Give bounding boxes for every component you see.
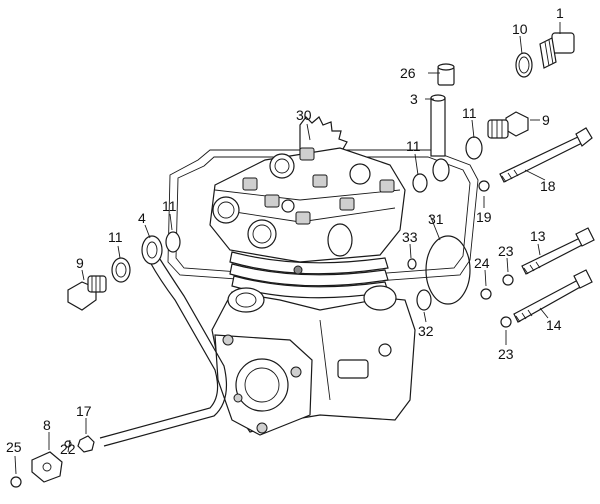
nut-17 (77, 435, 95, 453)
callout-25: 25 (6, 439, 22, 455)
callout-13: 13 (530, 228, 546, 244)
callout-18: 18 (540, 178, 556, 194)
callout-4: 4 (138, 210, 146, 226)
callout-3: 3 (410, 91, 418, 107)
callout-32: 32 (418, 323, 434, 339)
washer-23a (502, 274, 514, 286)
flange-8 (31, 451, 63, 483)
cap-26 (437, 63, 455, 86)
pipe-3 (430, 94, 446, 157)
washer-24 (480, 288, 492, 300)
callout-11: 11 (162, 198, 177, 214)
crankcase (211, 285, 416, 436)
pipe-4 (99, 235, 227, 447)
cylinder-head (209, 147, 406, 263)
washer-11-head (412, 173, 428, 193)
bolt-18 (499, 127, 593, 183)
bolt-13 (521, 227, 595, 275)
washer-10 (515, 52, 533, 78)
washer-19 (478, 180, 490, 192)
callout-23: 23 (498, 243, 514, 259)
callout-9: 9 (76, 255, 84, 271)
washer-11-mid (165, 231, 181, 253)
callout-14: 14 (546, 317, 562, 333)
callout-22: 22 (60, 441, 76, 457)
callout-9: 9 (542, 112, 550, 128)
washer-11-top (432, 158, 450, 182)
callout-11: 11 (462, 105, 477, 121)
callout-19: 19 (476, 209, 492, 225)
cylinder-fins (229, 251, 389, 299)
callout-26: 26 (400, 65, 416, 81)
ring-33 (407, 258, 417, 270)
callout-1: 1 (556, 5, 564, 21)
washer-23b (500, 316, 512, 328)
ring-32 (416, 289, 432, 311)
callout-17: 17 (76, 403, 92, 419)
bolt-14 (513, 269, 593, 323)
callout-24: 24 (474, 255, 490, 271)
callout-11: 11 (108, 229, 123, 245)
washer-11-left (111, 257, 131, 283)
callout-33: 33 (402, 229, 418, 245)
fitting-1 (539, 32, 575, 69)
callout-11: 11 (406, 138, 421, 154)
fitting-9-right (487, 111, 529, 139)
oring-31 (425, 235, 471, 305)
washer-11-right (465, 136, 483, 160)
leader-lines (14, 22, 561, 475)
ring-25 (10, 476, 22, 488)
callout-10: 10 (512, 21, 528, 37)
callout-30: 30 (296, 107, 312, 123)
callout-8: 8 (43, 417, 51, 433)
fitting-9-left (67, 275, 107, 311)
callout-31: 31 (428, 211, 444, 227)
callout-23: 23 (498, 346, 514, 362)
